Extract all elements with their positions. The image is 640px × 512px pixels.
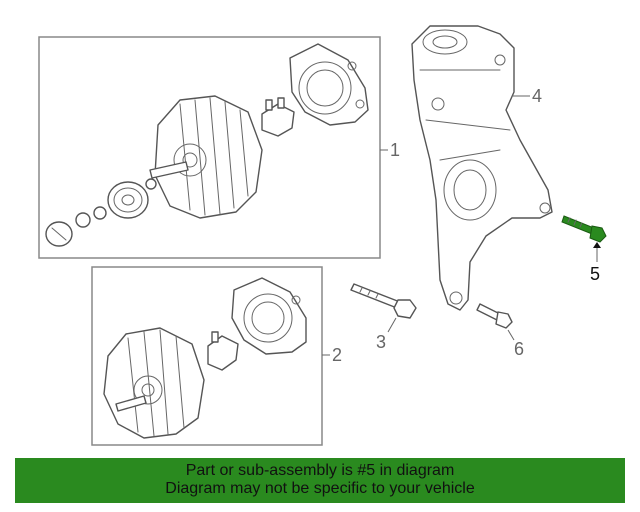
bracket-bore-top xyxy=(422,29,468,55)
alternator-assembly-1-group[interactable]: 1 xyxy=(38,36,400,259)
nut-1 xyxy=(93,206,107,220)
regulator-2 xyxy=(207,331,239,371)
callout-4[interactable]: 4 xyxy=(532,86,542,106)
leader-line-3 xyxy=(387,317,397,333)
callout-1[interactable]: 1 xyxy=(390,140,400,160)
pulley-1 xyxy=(107,181,149,219)
callout-6[interactable]: 6 xyxy=(514,339,524,359)
info-banner: Part or sub-assembly is #5 in diagram Di… xyxy=(15,458,625,503)
mounting-bracket-4-group[interactable]: 4 xyxy=(411,25,553,311)
callout-2[interactable]: 2 xyxy=(332,345,342,365)
banner-line-1: Part or sub-assembly is #5 in diagram xyxy=(185,462,455,479)
bolt-5-group[interactable]: 5 xyxy=(561,215,607,284)
rear-cover-1 xyxy=(289,43,369,126)
bracket-bore-mid xyxy=(443,159,497,221)
alternator-assembly-2-group[interactable]: 2 xyxy=(91,266,342,446)
cap-1 xyxy=(45,221,73,247)
leader-line-6 xyxy=(507,329,515,341)
bolt-3-group[interactable]: 3 xyxy=(350,283,417,352)
bolt-3 xyxy=(350,283,401,309)
mounting-bracket-4 xyxy=(411,25,553,311)
leader-arrow-5 xyxy=(593,242,601,248)
alternator-housing-1 xyxy=(154,95,263,219)
washer-2 xyxy=(75,212,91,228)
callout-5[interactable]: 5 xyxy=(590,264,600,284)
rear-cover-2 xyxy=(231,277,307,355)
shaft-1 xyxy=(149,161,189,179)
callout-3[interactable]: 3 xyxy=(376,332,386,352)
bolt-5-head xyxy=(589,225,607,243)
alternator-housing-2 xyxy=(103,327,205,439)
shaft-2 xyxy=(115,395,147,412)
bolt-5 xyxy=(561,215,595,235)
washer-1 xyxy=(145,178,157,190)
bolt-6-group[interactable]: 6 xyxy=(476,303,524,359)
regulator-1 xyxy=(261,97,295,137)
banner-line-2: Diagram may not be specific to your vehi… xyxy=(165,480,475,497)
